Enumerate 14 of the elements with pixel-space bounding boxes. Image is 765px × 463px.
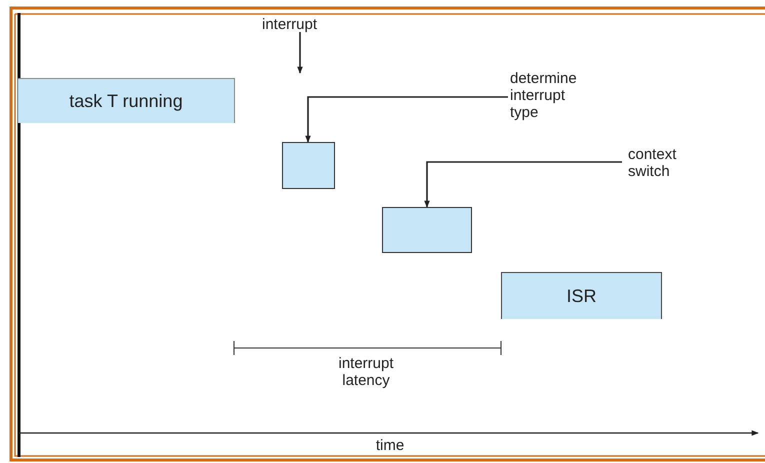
task-bar <box>18 78 235 123</box>
arrow <box>424 161 622 208</box>
bar-label: task T running <box>69 90 183 112</box>
arrow <box>297 32 303 74</box>
annotation-text: determine interrupt type <box>510 70 578 121</box>
annotation-text: context switch <box>628 146 678 180</box>
annotation-text: interrupt <box>262 16 318 33</box>
axis-label: time <box>374 437 406 454</box>
process-box <box>282 142 335 189</box>
bar-label: ISR <box>566 286 596 306</box>
dimension-label: interrupt latency <box>337 355 395 389</box>
isr-bar <box>501 272 662 319</box>
process-box <box>382 207 472 253</box>
arrow <box>305 96 508 143</box>
